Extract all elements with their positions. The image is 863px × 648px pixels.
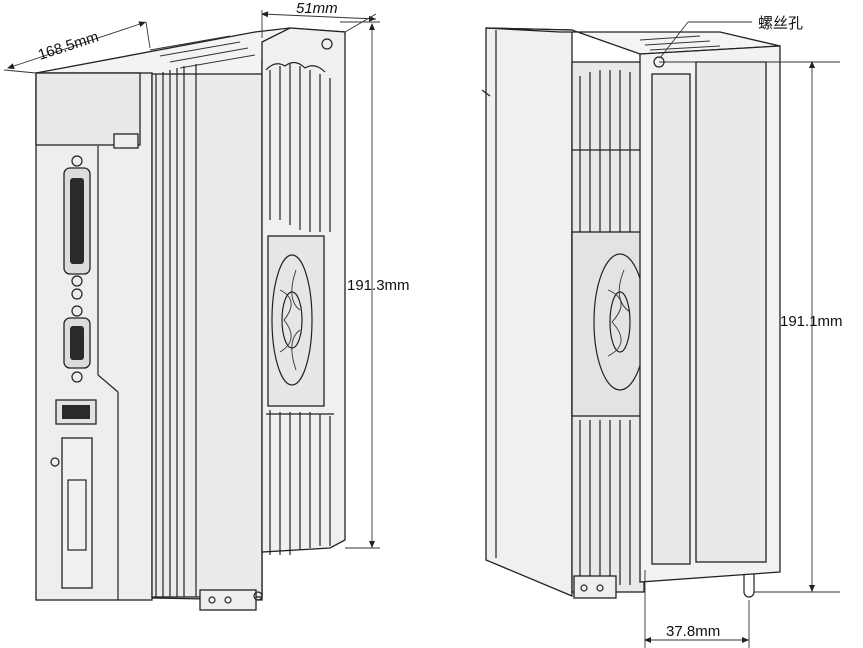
right-plate-slot-right — [695, 61, 767, 563]
left-bottom-bracket — [199, 589, 263, 611]
right-drive-view: 螺丝孔 191.1mm 37.8mm — [481, 15, 843, 648]
screw-hole-label: 螺丝孔 — [758, 15, 803, 32]
left-mount-hole — [321, 38, 333, 50]
left-dimensions — [3, 10, 380, 549]
left-top-vents — [149, 35, 256, 69]
width-dimension-label: 51mm — [296, 0, 338, 17]
left-front-panel — [35, 72, 153, 601]
left-side-body — [151, 73, 263, 598]
left-lower-fins — [266, 410, 334, 555]
depth-dimension-label: 168.5mm — [36, 28, 101, 63]
right-lower-fins — [579, 420, 631, 585]
left-front-connectors — [50, 146, 119, 600]
right-dimensions — [644, 21, 840, 648]
terminal-block — [61, 437, 93, 589]
right-plate-slot-left — [651, 73, 691, 565]
left-drive-view: 168.5mm 51mm 191.3mm — [3, 0, 410, 611]
left-front-top-block — [35, 72, 141, 146]
right-upper-fins — [572, 70, 644, 232]
right-bottom-notch — [743, 574, 755, 598]
right-height-dimension-label: 191.1mm — [780, 313, 843, 330]
right-fan — [571, 231, 647, 417]
left-upper-fins — [265, 61, 331, 232]
right-side-body — [485, 27, 573, 597]
hole-spacing-dimension-label: 37.8mm — [666, 623, 720, 640]
left-side-ribs — [155, 64, 197, 597]
left-fan — [267, 235, 325, 407]
right-bottom-bracket — [573, 575, 617, 599]
left-small-tab — [113, 133, 139, 149]
left-height-dimension-label: 191.3mm — [347, 277, 410, 294]
right-top-vents — [639, 35, 721, 51]
